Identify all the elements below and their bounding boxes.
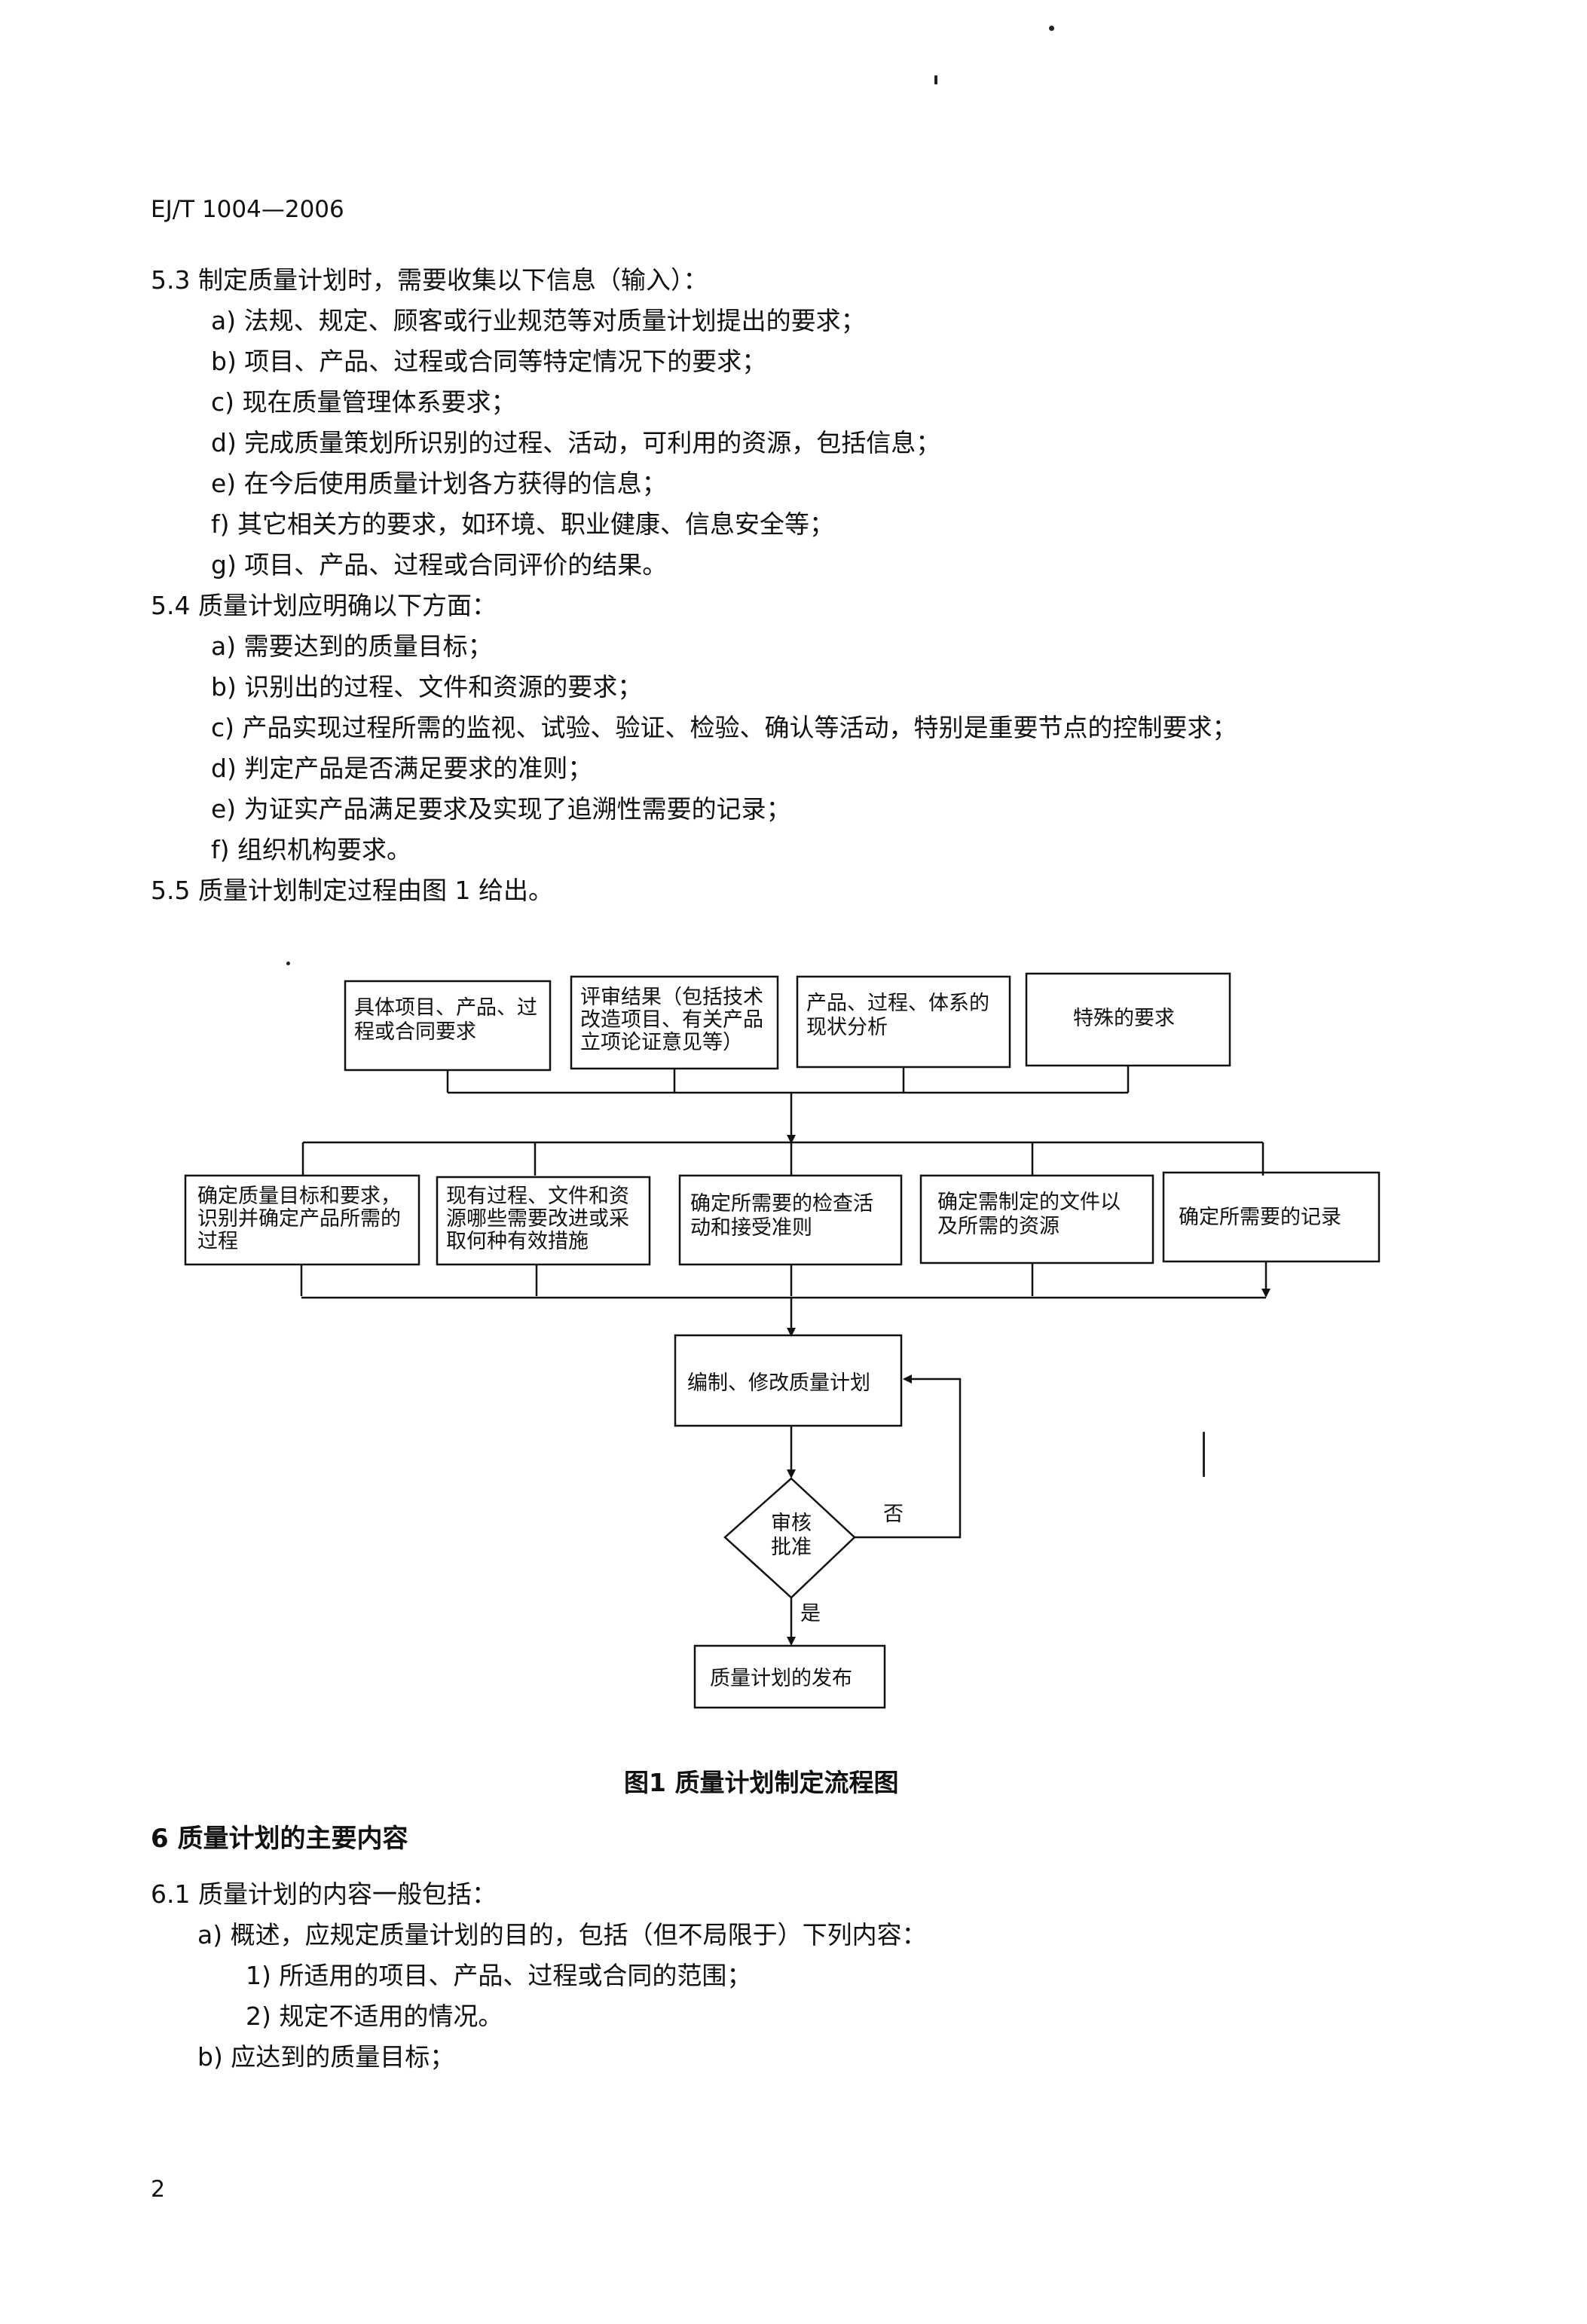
scan-speck: [286, 962, 290, 965]
list-item: d) 判定产品是否满足要求的准则；: [211, 754, 593, 783]
scan-speck: [1049, 26, 1054, 31]
list-item: a) 法规、规定、顾客或行业规范等对质量计划提出的要求；: [211, 306, 866, 335]
no-label: 否: [883, 1503, 904, 1526]
yes-label: 是: [800, 1602, 821, 1625]
scan-speck: [1203, 1432, 1205, 1477]
determine-box-documents: [919, 1174, 1154, 1264]
determine-label: 确定需制定的文件以及所需的资源: [937, 1191, 1121, 1238]
list-item: d) 完成质量策划所识别的过程、活动，可利用的资源，包括信息；: [211, 428, 941, 457]
list-item: f) 其它相关方的要求，如环境、职业健康、信息安全等；: [211, 509, 834, 539]
compile-plan-box: [674, 1334, 903, 1427]
release-label: 质量计划的发布: [710, 1667, 852, 1690]
list-item: g) 项目、产品、过程或合同评价的结果。: [211, 550, 668, 579]
scan-speck: [934, 75, 937, 84]
determine-label: 现有过程、文件和资源哪些需要改进或采取何种有效措施: [446, 1185, 629, 1253]
list-item: c) 产品实现过程所需的监视、试验、验证、检验、确认等活动，特别是重要节点的控制…: [211, 713, 1237, 742]
document-code: EJ/T 1004—2006: [151, 196, 344, 223]
input-label: 具体项目、产品、过程或合同要求: [354, 996, 537, 1044]
input-label: 特殊的要求: [1073, 1007, 1175, 1030]
list-item: e) 为证实产品满足要求及实现了追溯性需要的记录；: [211, 794, 791, 824]
quality-plan-flowchart: 具体项目、产品、过程或合同要求 评审结果（包括技术改造项目、有关产品立项论证意见…: [184, 972, 1381, 1709]
list-item: c) 现在质量管理体系要求；: [211, 387, 516, 417]
list-item: b) 应达到的质量目标；: [197, 2042, 455, 2072]
section-6-heading: 6 质量计划的主要内容: [151, 1824, 408, 1854]
review-label: 审核批准: [771, 1512, 812, 1559]
list-item: b) 项目、产品、过程或合同等特定情况下的要求；: [211, 347, 767, 376]
page-number: 2: [151, 2176, 166, 2203]
section-6-1-title: 6.1 质量计划的内容一般包括：: [151, 1879, 497, 1909]
determine-label: 确定所需要的检查活动和接受准则: [690, 1192, 873, 1240]
sub-list-item: 1) 所适用的项目、产品、过程或合同的范围；: [246, 1961, 752, 1990]
determine-box-improvement: [436, 1176, 651, 1266]
list-item: a) 需要达到的质量目标；: [211, 631, 493, 661]
figure-caption: 图1 质量计划制定流程图: [624, 1768, 899, 1797]
determine-box-records: [1162, 1171, 1381, 1263]
section-5-5-title: 5.5 质量计划制定过程由图 1 给出。: [151, 876, 553, 905]
determine-label: 确定质量目标和要求，识别并确定产品所需的过程: [197, 1185, 401, 1253]
release-plan-box: [693, 1644, 886, 1709]
compile-label: 编制、修改质量计划: [687, 1371, 870, 1395]
list-item: f) 组织机构要求。: [211, 835, 411, 864]
section-5-4-title: 5.4 质量计划应明确以下方面：: [151, 591, 497, 620]
sub-list-item: 2) 规定不适用的情况。: [246, 2001, 503, 2031]
input-label: 评审结果（包括技术改造项目、有关产品立项论证意见等）: [580, 986, 763, 1054]
input-label: 产品、过程、体系的现状分析: [806, 992, 989, 1039]
list-item: a) 概述，应规定质量计划的目的，包括（但不局限于）下列内容：: [197, 1920, 927, 1949]
section-5-3-title: 5.3 制定质量计划时，需要收集以下信息（输入）：: [151, 265, 708, 295]
list-item: b) 识别出的过程、文件和资源的要求；: [211, 672, 643, 702]
list-item: e) 在今后使用质量计划各方获得的信息；: [211, 469, 667, 498]
determine-label: 确定所需要的记录: [1179, 1206, 1341, 1229]
